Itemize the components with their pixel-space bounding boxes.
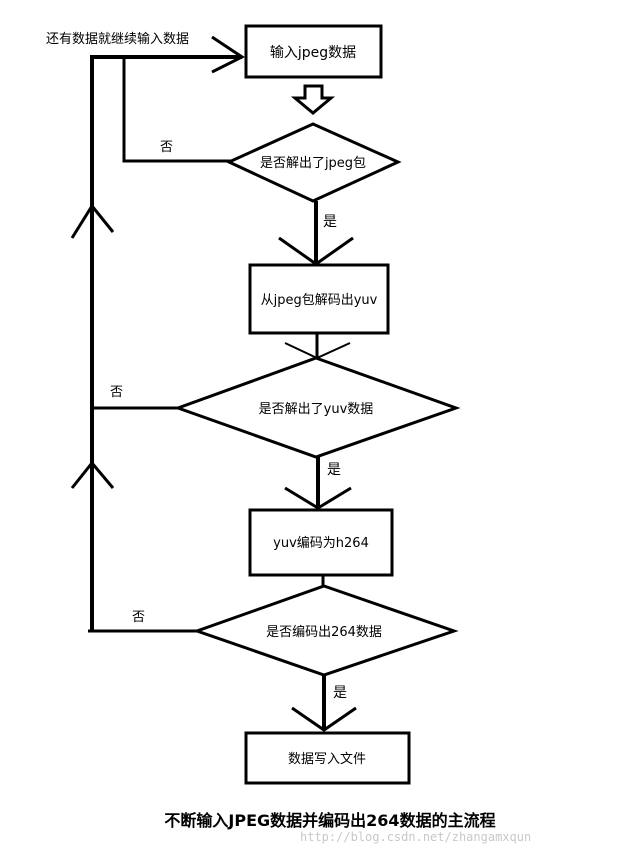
up-arrow-chevron	[70, 203, 115, 239]
process-box-decode-yuv	[248, 263, 390, 335]
no-label-3: 否	[132, 610, 145, 625]
diagram-caption: 不断输入JPEG数据并编码出264数据的主流程	[164, 811, 495, 830]
process-label-write-file: 数据写入文件	[288, 752, 366, 767]
process-label-input-jpeg: 输入jpeg数据	[270, 45, 356, 61]
no-label-2: 否	[110, 385, 123, 400]
loop-back-arrowhead	[211, 35, 245, 74]
process-label-encode-h264: yuv编码为h264	[273, 536, 369, 551]
watermark: http://blog.csdn.net/zhangamxqun	[300, 830, 531, 844]
yes-arrowhead-2	[284, 486, 352, 510]
yes-arrowhead-3	[291, 706, 357, 732]
process-box-input-jpeg	[244, 24, 383, 79]
block-arrow-down	[290, 84, 336, 115]
decision-diamond-jpeg-packet	[225, 122, 402, 203]
decision-label-jpeg-packet: 是否解出了jpeg包	[260, 156, 366, 171]
process-label-decode-yuv: 从jpeg包解码出yuv	[261, 293, 378, 308]
decision-label-h264-data: 是否编码出264数据	[266, 625, 382, 640]
no-branch-line-1	[122, 57, 232, 163]
no-label-1: 否	[160, 140, 173, 155]
up-arrow-chevron	[70, 460, 115, 489]
process-box-encode-h264	[248, 508, 394, 577]
yes-label-3: 是	[333, 685, 347, 701]
yes-label-2: 是	[327, 462, 341, 478]
process-box-write-file	[244, 731, 411, 785]
decision-label-yuv-data: 是否解出了yuv数据	[259, 402, 374, 417]
loop-back-line	[90, 55, 242, 632]
yes-label-1: 是	[323, 214, 337, 230]
loop-label: 还有数据就继续输入数据	[46, 31, 189, 47]
